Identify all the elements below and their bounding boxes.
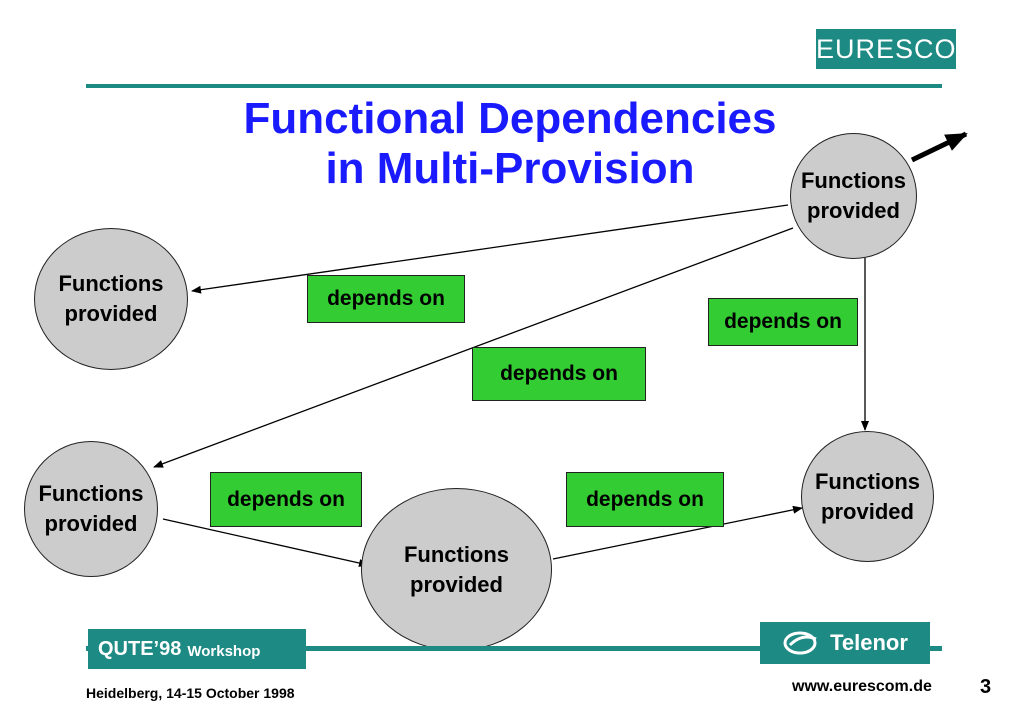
event-badge: QUTE’98 Workshop	[88, 629, 306, 669]
location-date: Heidelberg, 14-15 October 1998	[86, 685, 295, 701]
title-line-1: Functional Dependencies	[243, 94, 777, 143]
depends-on-label: depends on	[307, 275, 465, 323]
arrow-left-lower-to-bottom	[162, 518, 369, 567]
footer-rule	[86, 646, 942, 651]
outgoing-arrow	[910, 131, 968, 163]
telenor-logo: Telenor	[760, 622, 930, 664]
depends-on-label: depends on	[708, 298, 858, 346]
slide-title: Functional Dependencies in Multi-Provisi…	[150, 94, 870, 194]
header-rule	[86, 84, 942, 88]
depends-on-label: depends on	[210, 472, 362, 527]
eurescom-logo: EURESCOM	[816, 29, 979, 69]
page-number: 3	[980, 676, 992, 698]
arrow-top-to-left-upper	[191, 204, 789, 294]
event-subtitle: Workshop	[187, 642, 261, 660]
telenor-wordmark: Telenor	[830, 630, 908, 655]
event-name: QUTE’98	[98, 637, 182, 660]
website-url: www.eurescom.de	[792, 678, 932, 695]
depends-on-label: depends on	[566, 472, 724, 527]
title-line-2: in Multi-Provision	[325, 144, 695, 193]
arrow-bottom-to-right-lower	[552, 505, 803, 560]
depends-on-label: depends on	[472, 347, 646, 401]
telenor-swirl-icon	[783, 631, 817, 655]
